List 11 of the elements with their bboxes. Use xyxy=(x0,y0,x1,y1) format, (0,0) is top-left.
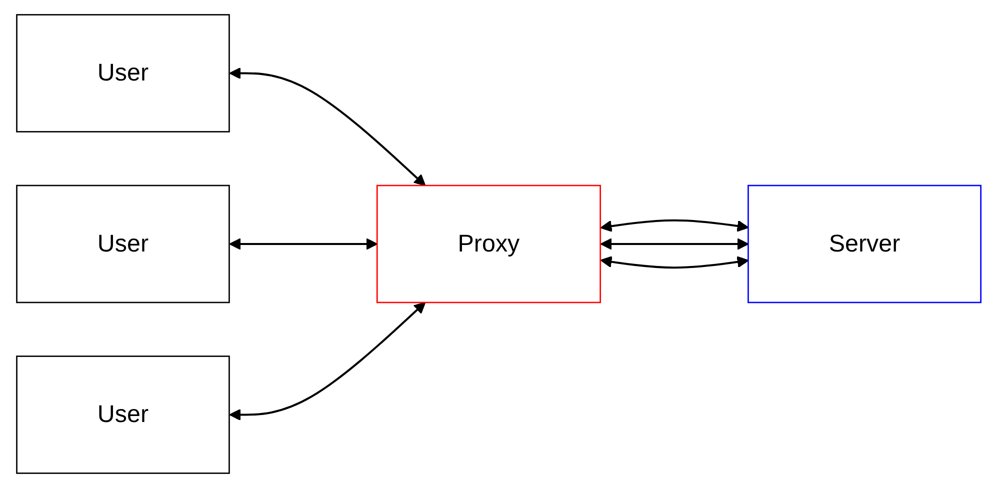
node-box: Server xyxy=(748,184,982,304)
node-box: User xyxy=(16,184,230,304)
arrow xyxy=(600,219,749,232)
node-box: Proxy xyxy=(376,184,602,304)
arrow xyxy=(600,256,749,269)
arrow xyxy=(600,238,749,250)
node-box: User xyxy=(16,356,230,474)
arrow xyxy=(229,302,426,421)
node-box: User xyxy=(16,14,230,132)
arrow xyxy=(229,67,426,186)
arrow xyxy=(229,238,378,250)
